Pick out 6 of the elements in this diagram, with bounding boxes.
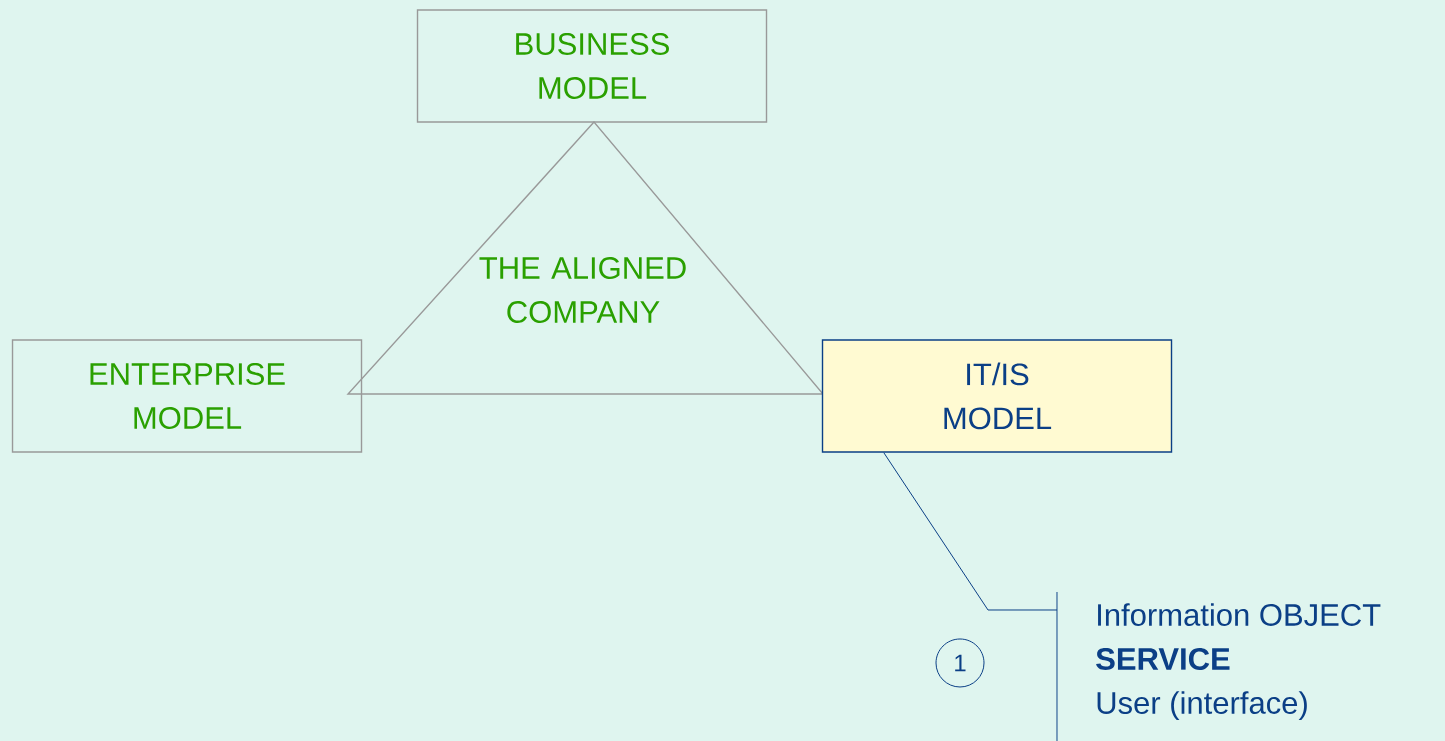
model-box: IT/IS MODEL xyxy=(821,339,1173,453)
callout-number: 1 xyxy=(935,638,985,688)
leader-line xyxy=(883,452,1058,611)
model-box: ENTERPRISE MODEL xyxy=(11,339,363,453)
model-box: BUSINESS MODEL xyxy=(416,9,768,123)
text-list: Information OBJECT SERVICE User (interface) xyxy=(1056,591,1381,741)
